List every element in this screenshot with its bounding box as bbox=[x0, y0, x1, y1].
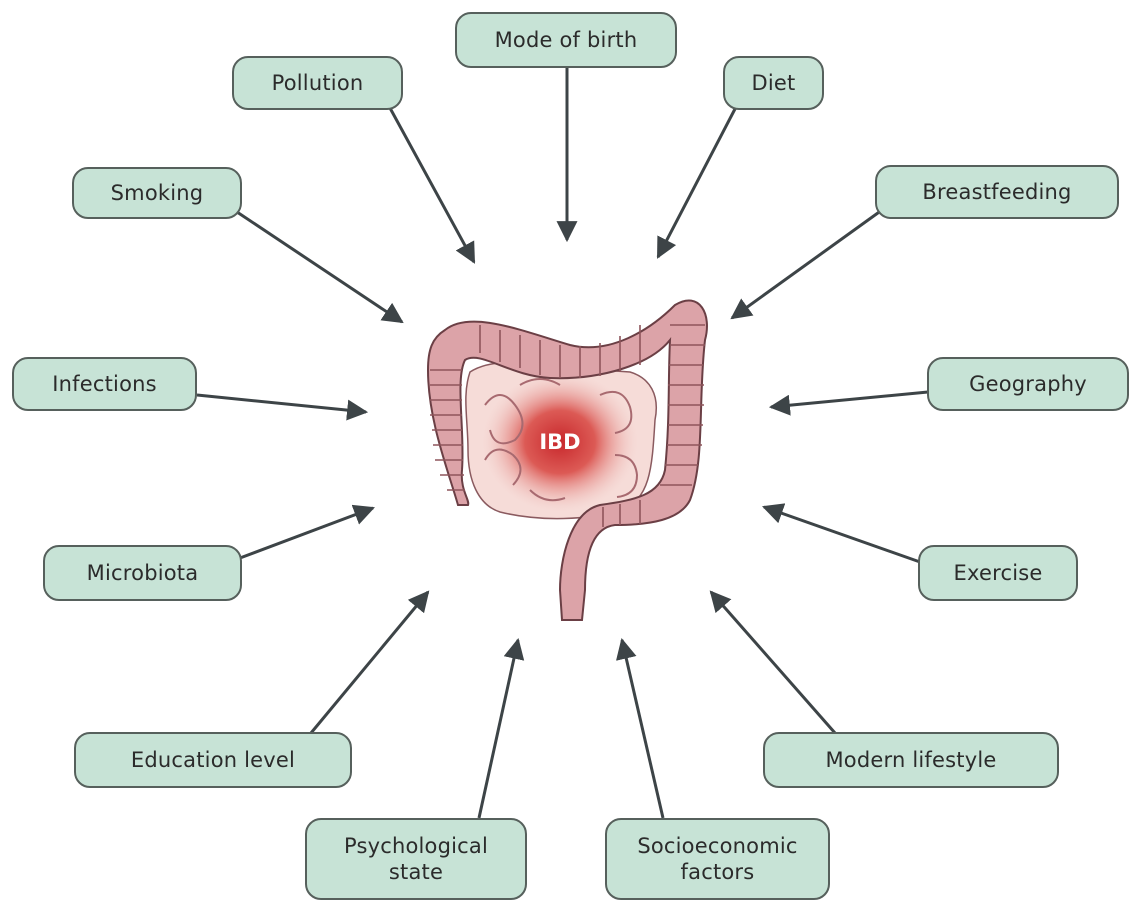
factor-label: Breastfeeding bbox=[922, 179, 1071, 205]
arrow-pollution bbox=[390, 108, 474, 262]
arrow-education-level bbox=[311, 592, 428, 733]
factor-microbiota: Microbiota bbox=[43, 545, 242, 601]
factor-infections: Infections bbox=[12, 357, 197, 411]
factor-label: Exercise bbox=[954, 560, 1043, 586]
factor-label: Socioeconomic factors bbox=[637, 833, 797, 885]
colon-illustration: IBD bbox=[428, 300, 707, 620]
factor-geography: Geography bbox=[927, 357, 1129, 411]
factor-label: Geography bbox=[969, 371, 1087, 397]
factor-label: Diet bbox=[752, 70, 796, 96]
arrow-geography bbox=[771, 392, 928, 407]
arrow-modern-lifestyle bbox=[711, 592, 835, 733]
factor-exercise: Exercise bbox=[918, 545, 1078, 601]
factor-label: Microbiota bbox=[87, 560, 199, 586]
ibd-label: IBD bbox=[539, 430, 580, 454]
arrow-exercise bbox=[764, 507, 920, 562]
factor-mode-of-birth: Mode of birth bbox=[455, 12, 677, 68]
factor-label: Infections bbox=[52, 371, 157, 397]
arrow-microbiota bbox=[240, 508, 373, 558]
factor-label: Modern lifestyle bbox=[825, 747, 996, 773]
factor-socioeconomic-factors: Socioeconomic factors bbox=[605, 818, 830, 900]
arrow-breastfeeding bbox=[732, 210, 882, 318]
factor-label: Pollution bbox=[272, 70, 364, 96]
factor-breastfeeding: Breastfeeding bbox=[875, 165, 1119, 219]
factor-pollution: Pollution bbox=[232, 56, 403, 110]
arrow-smoking bbox=[237, 212, 402, 322]
factor-diet: Diet bbox=[723, 56, 824, 110]
arrow-psychological-state bbox=[479, 640, 518, 818]
factor-label: Education level bbox=[131, 747, 295, 773]
arrow-diet bbox=[658, 107, 736, 257]
arrow-infections bbox=[197, 395, 366, 412]
factor-label: Mode of birth bbox=[495, 27, 638, 53]
factor-education-level: Education level bbox=[74, 732, 352, 788]
arrow-socioeconomic-factors bbox=[622, 640, 663, 818]
factor-label: Smoking bbox=[111, 180, 204, 206]
factor-modern-lifestyle: Modern lifestyle bbox=[763, 732, 1059, 788]
factor-psychological-state: Psychological state bbox=[305, 818, 527, 900]
factor-smoking: Smoking bbox=[72, 167, 242, 219]
factor-label: Psychological state bbox=[344, 833, 488, 885]
